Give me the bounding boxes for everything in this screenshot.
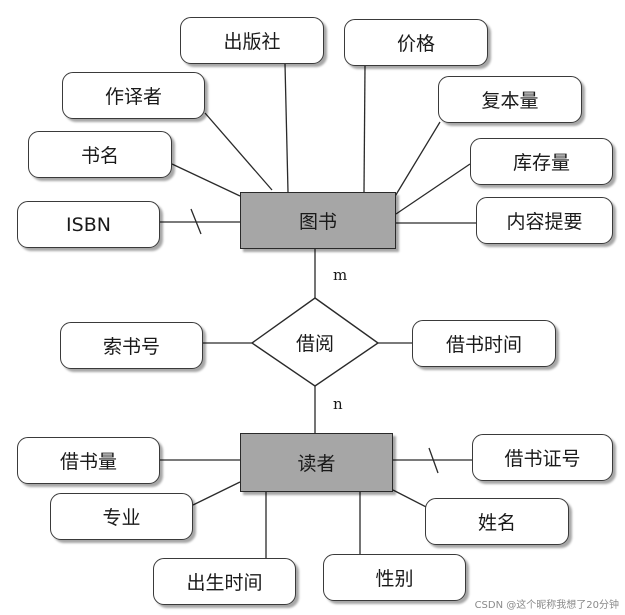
attr-borrow-count: 借书量 bbox=[17, 437, 160, 484]
edge-title bbox=[171, 163, 241, 197]
attr-price: 价格 bbox=[344, 19, 488, 66]
attr-call-number: 索书号 bbox=[60, 322, 203, 369]
attr-copies-label: 复本量 bbox=[481, 90, 539, 112]
attr-translator-author: 作译者 bbox=[62, 72, 205, 119]
attr-summary: 内容提要 bbox=[476, 197, 613, 244]
edge-translator bbox=[204, 112, 273, 191]
entity-book-label: 图书 bbox=[298, 211, 337, 233]
attr-publisher-label: 出版社 bbox=[223, 31, 281, 53]
edge-price bbox=[363, 65, 366, 193]
relationship-label: 借阅 bbox=[295, 332, 334, 355]
attr-publisher: 出版社 bbox=[180, 17, 324, 64]
edge-major bbox=[192, 481, 241, 506]
attr-title: 书名 bbox=[28, 131, 172, 178]
attr-birth-date: 出生时间 bbox=[153, 558, 296, 605]
edge-copies bbox=[393, 121, 441, 199]
key-marker-isbn bbox=[190, 208, 202, 235]
edge-stock bbox=[395, 163, 471, 215]
attr-call-number-label: 索书号 bbox=[102, 336, 160, 358]
entity-reader-label: 读者 bbox=[297, 453, 336, 475]
watermark: CSDN @这个昵称我想了20分钟 bbox=[474, 600, 619, 611]
attr-major-label: 专业 bbox=[102, 507, 141, 529]
attr-isbn-label: ISBN bbox=[66, 213, 111, 236]
attr-name: 姓名 bbox=[425, 498, 569, 545]
attr-gender-label: 性别 bbox=[375, 568, 414, 590]
attr-summary-label: 内容提要 bbox=[506, 211, 583, 233]
attr-price-label: 价格 bbox=[396, 33, 435, 55]
cardinality-book: m bbox=[333, 266, 348, 284]
cardinality-reader: n bbox=[333, 395, 343, 413]
entity-book: 图书 bbox=[240, 192, 396, 249]
entity-reader: 读者 bbox=[240, 433, 393, 492]
edge-publisher bbox=[284, 63, 289, 193]
key-marker-library-card bbox=[428, 447, 439, 474]
attr-stock: 库存量 bbox=[470, 138, 613, 185]
attr-library-card: 借书证号 bbox=[472, 434, 613, 481]
attr-library-card-label: 借书证号 bbox=[504, 448, 581, 470]
attr-name-label: 姓名 bbox=[477, 512, 516, 534]
attr-major: 专业 bbox=[50, 493, 193, 540]
attr-translator-author-label: 作译者 bbox=[104, 86, 162, 108]
attr-title-label: 书名 bbox=[80, 145, 119, 167]
attr-borrow-count-label: 借书量 bbox=[59, 451, 117, 473]
attr-birth-date-label: 出生时间 bbox=[186, 572, 263, 594]
attr-borrow-time: 借书时间 bbox=[412, 320, 556, 367]
attr-copies: 复本量 bbox=[438, 76, 582, 123]
attr-borrow-time-label: 借书时间 bbox=[445, 334, 522, 356]
relationship-diamond bbox=[250, 297, 380, 387]
attr-stock-label: 库存量 bbox=[512, 152, 570, 174]
attr-gender: 性别 bbox=[323, 554, 466, 601]
attr-isbn: ISBN bbox=[17, 201, 160, 248]
